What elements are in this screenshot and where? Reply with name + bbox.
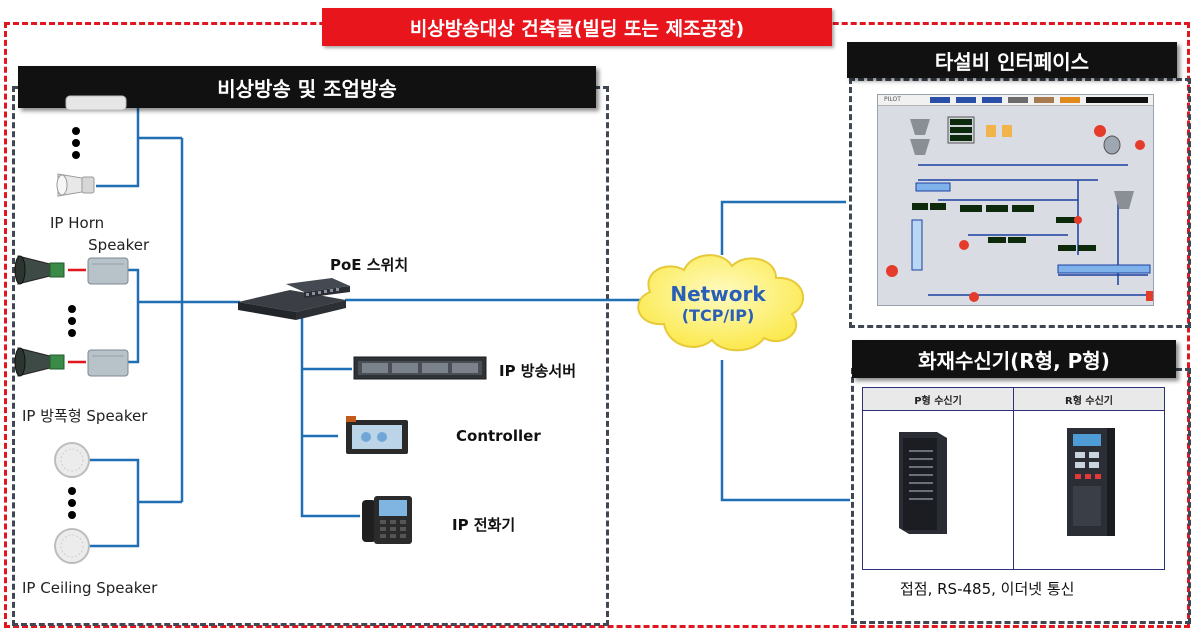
facility-interface-panel: [849, 78, 1191, 328]
ceiling-line: [88, 458, 140, 548]
controller-label: Controller: [456, 427, 541, 445]
r-type-receiver-icon: [1067, 428, 1115, 536]
network-to-fire-line: [720, 360, 850, 502]
network-title: Network: [670, 282, 766, 306]
ip-server-label: IP 방송서버: [499, 362, 576, 380]
p-type-receiver-icon: [899, 432, 947, 534]
ip-server-icon: [353, 356, 487, 380]
explosion-speaker-label: IP 방폭형 Speaker: [22, 407, 148, 425]
main-title: 비상방송대상 건축물(빌딩 또는 제조공장): [322, 8, 832, 46]
horn-speaker-partial-icon: [65, 95, 127, 111]
ceiling-speaker-icon: [54, 442, 90, 478]
ceiling-speaker-label: IP Ceiling Speaker: [22, 579, 158, 597]
horn-speaker-icon: [56, 173, 95, 197]
ip-phone-icon: [362, 496, 412, 544]
fire-receiver-table: P형 수신기 R형 수신기: [862, 387, 1165, 570]
scada-process-diagram: [886, 116, 1153, 302]
poe-switch-label: PoE 스위치: [330, 256, 409, 274]
network-protocol: (TCP/IP): [681, 306, 755, 325]
horn-speaker-label: IP Horn Speaker: [50, 214, 150, 254]
network-to-interface-line: [720, 200, 846, 255]
more-ceiling-dots: [68, 487, 76, 519]
scada-screen: PILOT: [877, 94, 1154, 306]
poe-switch-icon: [238, 278, 350, 320]
horn-line: [96, 108, 140, 188]
controller-icon: [346, 416, 408, 454]
junction-box-icon: [87, 257, 129, 285]
network-label: Network (TCP/IP): [660, 282, 776, 326]
more-explosion-dots: [68, 305, 76, 337]
junction-box-icon-2: [87, 349, 129, 377]
more-horn-dots: [72, 127, 80, 159]
p-type-receiver-heading: P형 수신기: [863, 388, 1014, 411]
scada-logo: PILOT: [884, 96, 901, 103]
explosion-proof-speaker-icon-2: [14, 347, 65, 377]
switch-devices-line: [300, 318, 360, 518]
ip-phone-label: IP 전화기: [452, 516, 516, 534]
explosion-line: [128, 268, 140, 364]
communication-note: 접점, RS-485, 이더넷 통신: [900, 580, 1075, 598]
facility-interface-header: 타설비 인터페이스: [847, 42, 1177, 78]
ceiling-speaker-icon-2: [54, 528, 90, 564]
fire-receiver-header: 화재수신기(R형, P형): [852, 340, 1176, 378]
explosion-proof-speaker-icon: [14, 255, 65, 285]
r-type-receiver-heading: R형 수신기: [1014, 388, 1164, 411]
scada-menubar: PILOT: [878, 95, 1153, 106]
network-cloud-icon: [637, 254, 804, 352]
